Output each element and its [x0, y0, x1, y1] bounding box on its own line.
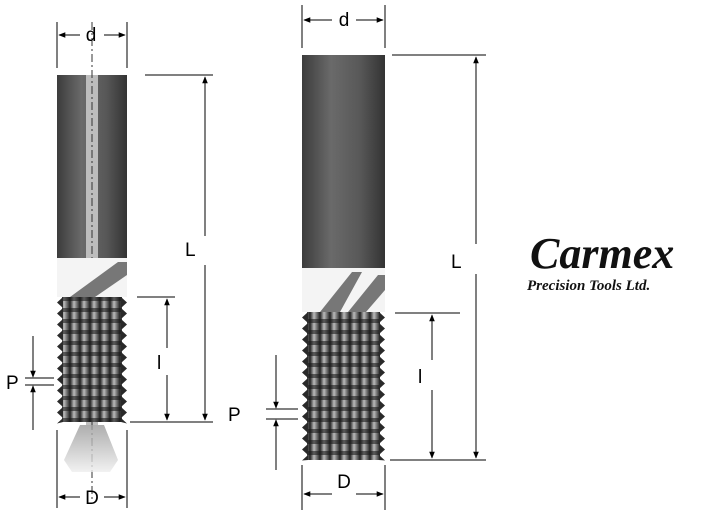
label-d-right: d: [339, 10, 350, 31]
thread-section: [62, 297, 122, 422]
shank: [302, 55, 385, 268]
label-P-right: P: [228, 405, 241, 426]
logo-subtitle: Precision Tools Ltd.: [527, 278, 650, 294]
dimensions-right: [266, 5, 486, 510]
carmex-logo: Carmex Precision Tools Ltd.: [527, 229, 674, 294]
label-D-right: D: [337, 472, 351, 493]
label-L-left: L: [185, 240, 196, 261]
thread-teeth: [57, 297, 127, 424]
coolant-spray: [64, 425, 118, 472]
thread-tooth-profile: [121, 297, 127, 424]
thread-tooth-profile: [379, 312, 385, 461]
label-L-right: L: [451, 252, 462, 273]
dimensions-left: [25, 22, 213, 508]
thread-tooth-profile: [57, 297, 63, 424]
logo-brand: Carmex: [530, 229, 674, 278]
thread-tooth-profile: [302, 312, 308, 461]
tool-left: [57, 22, 127, 500]
label-P-left: P: [6, 373, 19, 394]
thread-section: [307, 312, 380, 460]
label-D-left: D: [85, 488, 99, 509]
label-d-left: d: [86, 25, 97, 46]
tool-right: [302, 55, 385, 461]
label-l-left: l: [157, 353, 161, 374]
label-l-right: l: [418, 367, 422, 388]
thread-teeth: [302, 312, 385, 461]
